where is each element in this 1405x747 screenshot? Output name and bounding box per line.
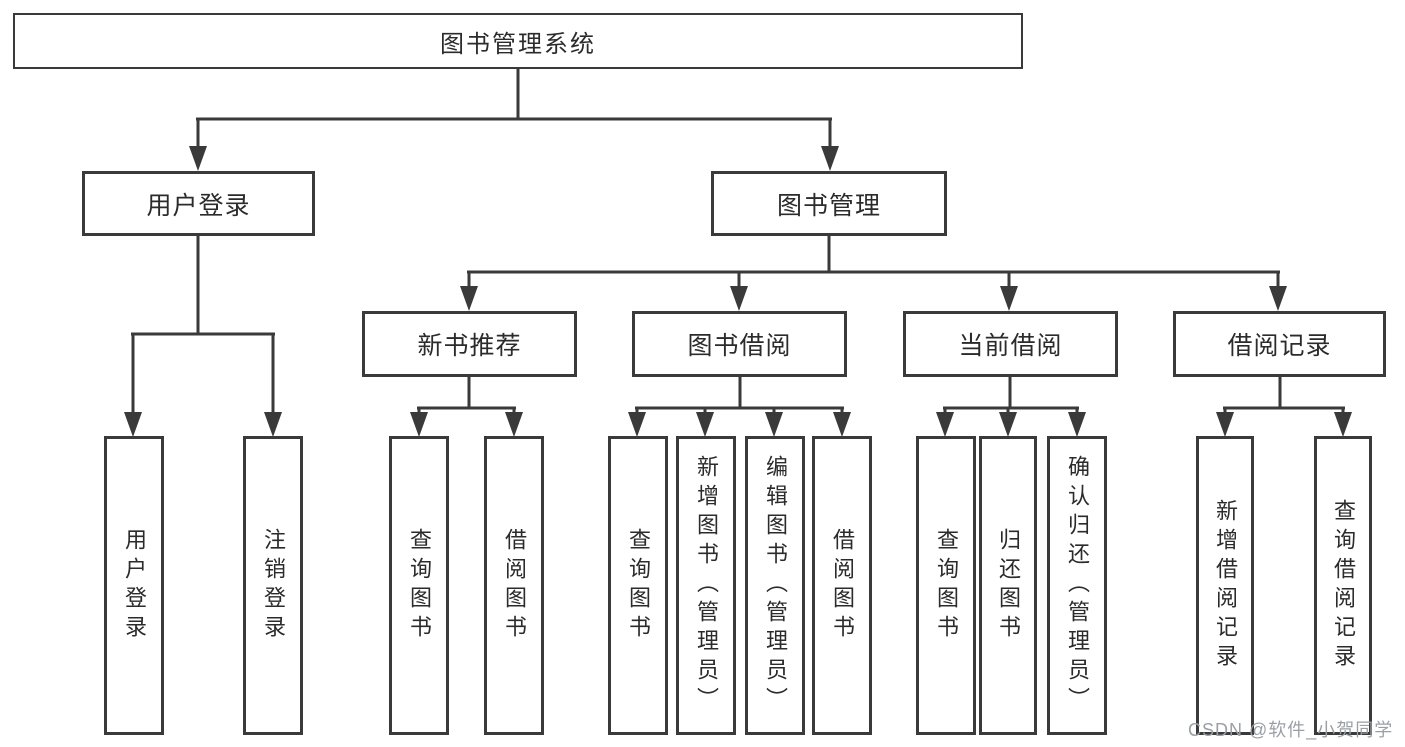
node-user-login: 用户登录 <box>82 171 315 236</box>
node-book-borrowing: 图书借阅 <box>632 311 847 377</box>
node-root-label: 图书管理系统 <box>440 30 596 58</box>
csdn-watermark: CSDN @软件_小贺同学 <box>1188 720 1394 740</box>
leaf-records-query-record-label: 查询借阅记录 <box>1331 498 1356 673</box>
leaf-logout: 注销登录 <box>243 436 303 735</box>
leaf-records-query-record: 查询借阅记录 <box>1314 436 1372 735</box>
leaf-borrowing-add-books: 新增图书（管理员） <box>676 436 736 735</box>
node-root-system: 图书管理系统 <box>13 13 1023 69</box>
leaf-current-query-books: 查询图书 <box>916 436 976 735</box>
leaf-borrowing-query-books: 查询图书 <box>608 436 668 735</box>
leaf-user-login-label: 用户登录 <box>122 527 147 644</box>
leaf-current-confirm-return-label: 确认归还（管理员） <box>1065 455 1090 716</box>
leaf-borrowing-query-books-label: 查询图书 <box>626 527 651 644</box>
node-book-management: 图书管理 <box>711 171 947 236</box>
leaf-current-return-books: 归还图书 <box>979 436 1037 735</box>
leaf-current-query-books-label: 查询图书 <box>934 527 959 644</box>
leaf-records-add-record: 新增借阅记录 <box>1196 436 1254 735</box>
node-borrowing-records: 借阅记录 <box>1173 311 1386 377</box>
node-book-borrowing-label: 图书借阅 <box>687 332 792 360</box>
leaf-logout-label: 注销登录 <box>261 527 286 644</box>
leaf-recommend-borrow-books-label: 借阅图书 <box>502 527 527 644</box>
leaf-borrowing-borrow-books: 借阅图书 <box>812 436 872 735</box>
arrowhead-icons <box>124 146 1352 437</box>
node-book-management-label: 图书管理 <box>776 191 881 220</box>
leaf-borrowing-add-books-label: 新增图书（管理员） <box>694 455 719 716</box>
leaf-recommend-query-books: 查询图书 <box>389 436 449 735</box>
leaf-recommend-borrow-books: 借阅图书 <box>484 436 544 735</box>
node-borrowing-records-label: 借阅记录 <box>1227 332 1332 360</box>
node-user-login-label: 用户登录 <box>146 191 251 220</box>
node-current-borrowing: 当前借阅 <box>903 311 1118 377</box>
node-current-borrowing-label: 当前借阅 <box>958 332 1063 360</box>
leaf-records-add-record-label: 新增借阅记录 <box>1213 498 1238 673</box>
leaf-borrowing-edit-books-label: 编辑图书（管理员） <box>763 455 788 716</box>
leaf-borrowing-borrow-books-label: 借阅图书 <box>830 527 855 644</box>
leaf-borrowing-edit-books: 编辑图书（管理员） <box>745 436 805 735</box>
node-new-book-recommend-label: 新书推荐 <box>417 332 522 360</box>
leaf-recommend-query-books-label: 查询图书 <box>407 527 432 644</box>
leaf-user-login: 用户登录 <box>104 436 164 735</box>
node-new-book-recommend: 新书推荐 <box>362 311 577 377</box>
leaf-current-return-books-label: 归还图书 <box>996 527 1021 644</box>
leaf-current-confirm-return: 确认归还（管理员） <box>1047 436 1107 735</box>
